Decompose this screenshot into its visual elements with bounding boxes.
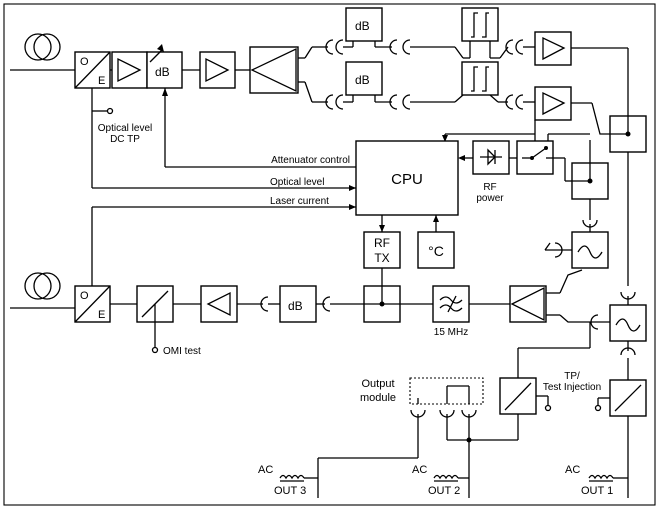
splitter-top bbox=[249, 46, 299, 94]
out-3-label: OUT 3 bbox=[274, 485, 306, 497]
db-upper-b-label: dB bbox=[355, 73, 370, 87]
oe-converter-bottom: O E bbox=[74, 285, 111, 323]
db-upper-a bbox=[345, 7, 383, 42]
amplifier-upper-a bbox=[534, 31, 572, 66]
attenuator-control-label: Attenuator control bbox=[271, 155, 350, 166]
amplifier-upper-b bbox=[534, 86, 572, 121]
ac-label-1: AC bbox=[565, 464, 580, 476]
laser-current-label: Laser current bbox=[270, 196, 329, 207]
amplifier-top-2 bbox=[199, 51, 236, 89]
out-2-label: OUT 2 bbox=[428, 485, 460, 497]
amplifier-bottom bbox=[200, 285, 238, 323]
oe-converter-top: O E bbox=[74, 51, 111, 89]
db-upper-a-label: dB bbox=[355, 19, 370, 33]
output-module-box bbox=[409, 377, 484, 405]
output-module-label-2: module bbox=[360, 392, 396, 404]
cpu-label: CPU bbox=[391, 171, 423, 188]
diagram-frame bbox=[3, 3, 656, 506]
ac-label-2: AC bbox=[412, 464, 427, 476]
filter-15mhz-label: 15 MHz bbox=[434, 327, 468, 338]
optical-level-tp-label-1: Optical level bbox=[98, 123, 152, 134]
filter-upper-b bbox=[461, 61, 499, 96]
optical-output-bottom bbox=[10, 272, 75, 309]
out-1-label: OUT 1 bbox=[581, 485, 613, 497]
filter-upper-a bbox=[461, 7, 499, 42]
tp-label-1: TP/ bbox=[564, 371, 580, 382]
omi-test-label: OMI test bbox=[163, 346, 201, 357]
tp-label-2: Test Injection bbox=[543, 382, 601, 393]
db-upper-b bbox=[345, 61, 383, 96]
oe-bottom-e-label: E bbox=[98, 309, 105, 321]
db-lower-label: dB bbox=[288, 299, 303, 313]
optical-input-top bbox=[10, 33, 75, 71]
optical-level-tp-label-2: DC TP bbox=[110, 134, 140, 145]
temperature-label: °C bbox=[428, 243, 444, 259]
attenuator-db-label: dB bbox=[155, 65, 170, 79]
attenuator-top: dB bbox=[146, 44, 183, 89]
oe-bottom-o-label: O bbox=[80, 290, 89, 302]
rf-power-label-1: RF bbox=[483, 182, 496, 193]
rf-tx-label-1: RF bbox=[374, 236, 390, 250]
temperature-sensor bbox=[417, 231, 455, 269]
ac-label-3: AC bbox=[258, 464, 273, 476]
cpu-block bbox=[355, 140, 459, 216]
optical-level-label: Optical level bbox=[270, 177, 324, 188]
db-lower bbox=[279, 285, 317, 323]
diplex-filter-2 bbox=[609, 304, 647, 342]
combiner-bottom bbox=[509, 285, 547, 323]
diplex-filter-1 bbox=[571, 231, 609, 269]
amplifier-top-1 bbox=[111, 51, 148, 89]
rf-tx-label-2: TX bbox=[374, 251, 389, 265]
filter-15mhz bbox=[432, 285, 470, 323]
oe-e-label: E bbox=[98, 75, 105, 87]
output-module-label-1: Output bbox=[361, 378, 394, 390]
rf-power-label-2: power bbox=[476, 193, 504, 204]
oe-o-label: O bbox=[80, 56, 89, 68]
